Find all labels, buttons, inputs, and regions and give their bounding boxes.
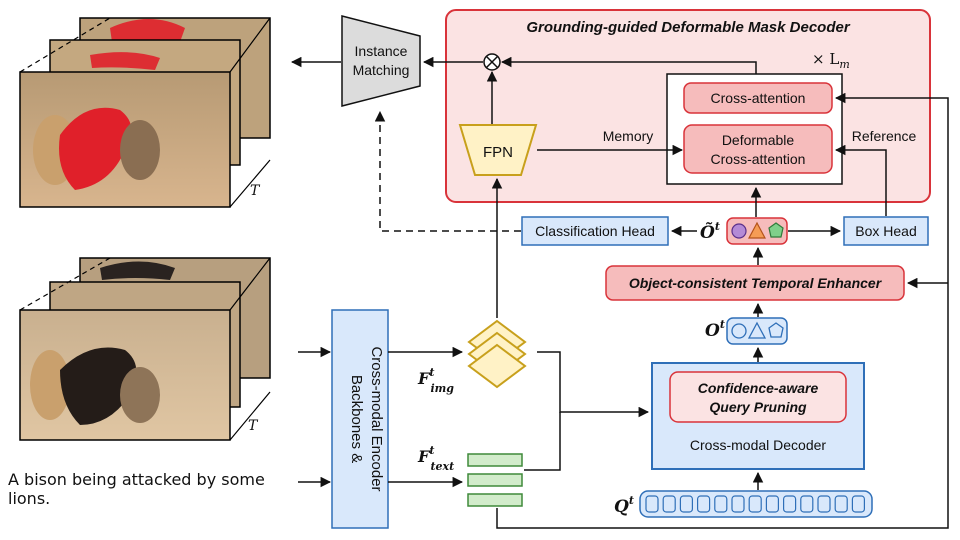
bison-mask xyxy=(59,107,132,190)
mask-decoder-title: Grounding-guided Deformable Mask Decoder xyxy=(526,19,851,36)
input-frame-stack: T xyxy=(19,257,271,441)
classification-head-box xyxy=(521,216,669,246)
depth-line xyxy=(229,257,271,311)
text-feature-bar xyxy=(467,453,523,467)
query-circle-icon xyxy=(731,223,747,239)
bison-shape xyxy=(60,347,137,425)
query-slot xyxy=(731,495,745,513)
deformable-cross-attention-box xyxy=(683,124,833,174)
query-slot xyxy=(662,495,676,513)
query-slot xyxy=(817,495,831,513)
text-feature-bar xyxy=(467,493,523,507)
mask-segment-back xyxy=(110,19,185,42)
query-pruning-line2: Query Pruning xyxy=(709,399,807,415)
depth-line xyxy=(229,159,271,208)
deformable-label-line2: Cross-attention xyxy=(711,151,806,167)
backbone-line2: Cross-modal Encoder xyxy=(368,346,385,491)
query-input-symbol: Qt xyxy=(614,494,634,517)
query-triangle-icon xyxy=(748,221,766,239)
query-slot xyxy=(696,495,711,513)
depth-line xyxy=(229,17,271,73)
cross-attention-label: Cross-attention xyxy=(711,90,806,106)
query-pentagon-icon xyxy=(768,222,784,238)
cross-modal-decoder-label: Cross-modal Decoder xyxy=(690,437,826,453)
frames-label-bottom: T xyxy=(248,418,259,434)
query-pentagon-icon xyxy=(768,322,784,338)
query-slot xyxy=(834,495,848,513)
instance-matching-line1: Instance xyxy=(355,43,408,59)
query-slots xyxy=(645,495,866,513)
repeat-label: × Lm xyxy=(812,50,850,71)
depth-line xyxy=(229,391,271,441)
box-head-box xyxy=(843,216,929,246)
deformable-label-line1: Deformable xyxy=(722,132,795,148)
output-frame-stack: T xyxy=(19,17,271,208)
memory-label: Memory xyxy=(603,128,654,144)
temporal-enhancer-label: Object-consistent Temporal Enhancer xyxy=(629,275,883,291)
frames-label-top: T xyxy=(250,183,261,199)
classification-to-matching-arrow xyxy=(374,110,521,232)
query-circle-icon xyxy=(731,323,747,339)
object-queries-symbol: Ot xyxy=(705,318,725,341)
query-slot xyxy=(765,495,780,513)
box-head-label: Box Head xyxy=(855,223,916,239)
lion-shape-2 xyxy=(120,367,160,423)
mask-segment-mid xyxy=(90,52,160,70)
backbone-box xyxy=(331,309,389,529)
text-feature-bar xyxy=(467,473,523,487)
refined-queries-symbol: Õt xyxy=(700,220,720,243)
backbone-line1: Backbones & xyxy=(348,375,365,463)
query-slot xyxy=(645,495,659,513)
reference-label: Reference xyxy=(852,128,917,144)
query-slot xyxy=(748,495,762,513)
multiply-icon xyxy=(485,55,499,69)
fpn-label: FPN xyxy=(483,144,513,161)
query-slot xyxy=(714,495,728,513)
cross-attention-box xyxy=(683,82,833,114)
bison-back xyxy=(100,261,175,280)
instance-matching-line2: Matching xyxy=(353,62,410,78)
query-triangle-icon xyxy=(747,321,767,339)
query-slot xyxy=(851,495,866,513)
lion-shape xyxy=(30,350,70,420)
text-prompt-caption: A bison being attacked by some lions. xyxy=(8,470,265,508)
query-slot xyxy=(782,495,797,513)
fpn-block xyxy=(458,124,538,176)
query-pruning-box xyxy=(669,371,847,423)
image-features-icon xyxy=(467,319,527,389)
connectors xyxy=(290,56,949,529)
query-pruning-line1: Confidence-aware xyxy=(698,380,819,396)
temporal-enhancer-box xyxy=(605,265,905,301)
query-slot xyxy=(800,495,814,513)
query-slot xyxy=(679,495,694,513)
instance-matching-block xyxy=(341,15,421,107)
lion-shape-2 xyxy=(120,120,160,180)
classification-head-label: Classification Head xyxy=(535,223,655,239)
